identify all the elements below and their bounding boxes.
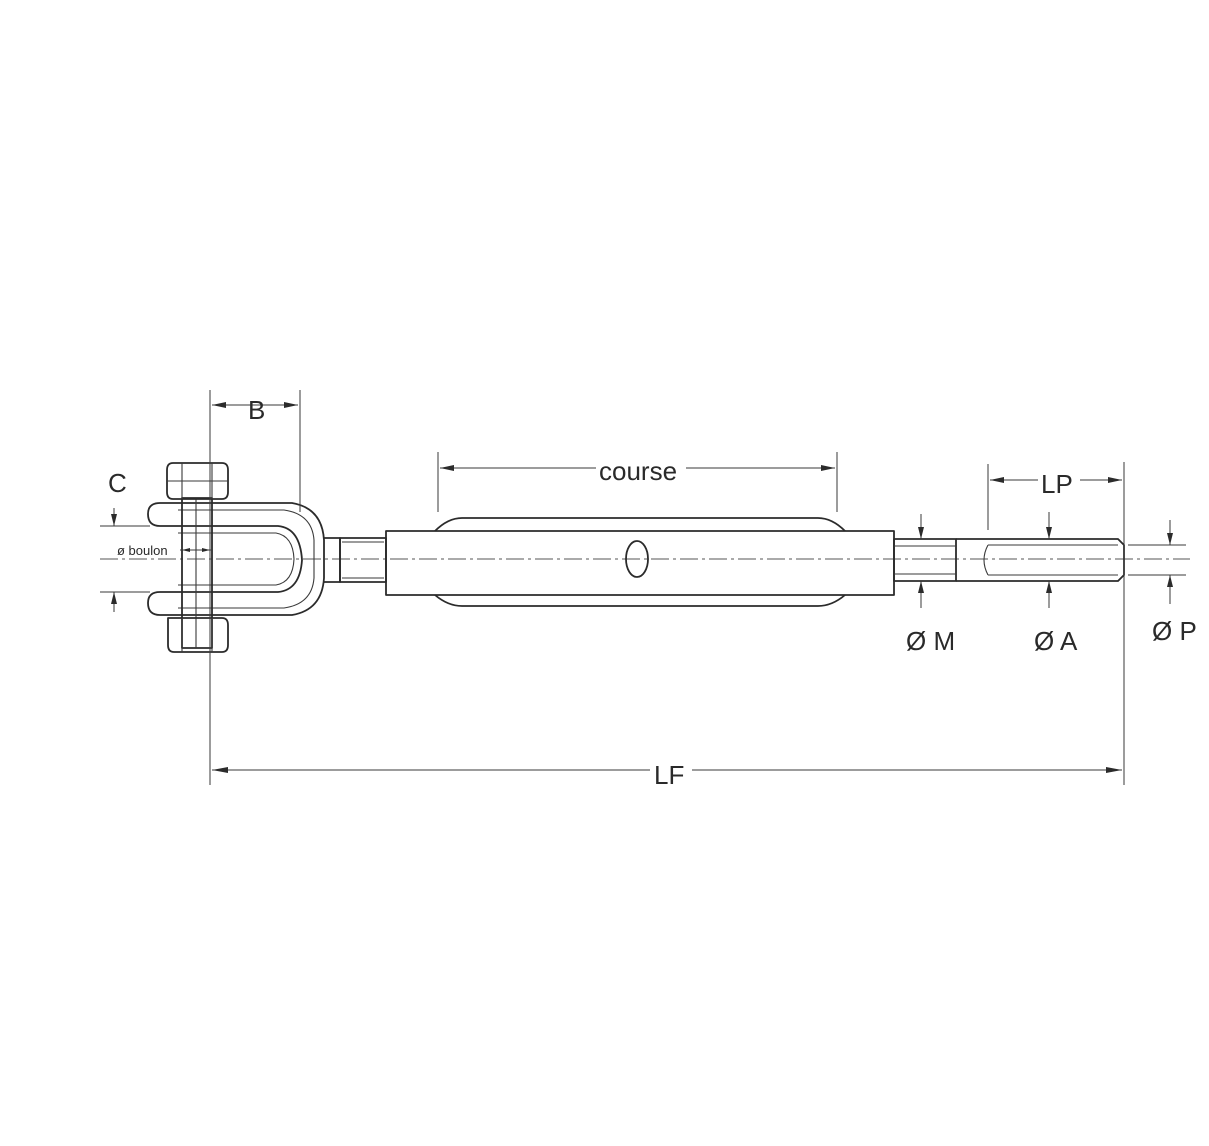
turnbuckle-body <box>385 517 895 607</box>
dimension-a <box>1046 512 1052 608</box>
clevis-shank <box>339 537 387 583</box>
dimension-c <box>100 508 150 612</box>
label-m-diameter: Ø M <box>906 626 955 656</box>
dimension-b <box>209 390 301 785</box>
dimension-pin <box>180 548 212 552</box>
dimension-lp <box>987 462 1125 785</box>
bolt-nut-bottom <box>167 617 229 653</box>
label-c: C <box>108 468 127 498</box>
threaded-stud <box>893 538 1125 582</box>
clevis-bolt <box>181 497 213 649</box>
dimension-m <box>918 514 924 608</box>
label-pin-diameter: ø boulon <box>117 543 168 558</box>
label-b: B <box>248 395 265 425</box>
label-lf: LF <box>654 760 684 790</box>
body-hole <box>625 540 649 578</box>
dimension-p <box>1128 520 1186 604</box>
label-lp: LP <box>1041 469 1073 499</box>
bolt-head-nut-top <box>166 462 229 500</box>
label-course: course <box>599 456 677 486</box>
label-p-diameter: Ø P <box>1152 616 1197 646</box>
label-a-diameter: Ø A <box>1034 626 1078 656</box>
